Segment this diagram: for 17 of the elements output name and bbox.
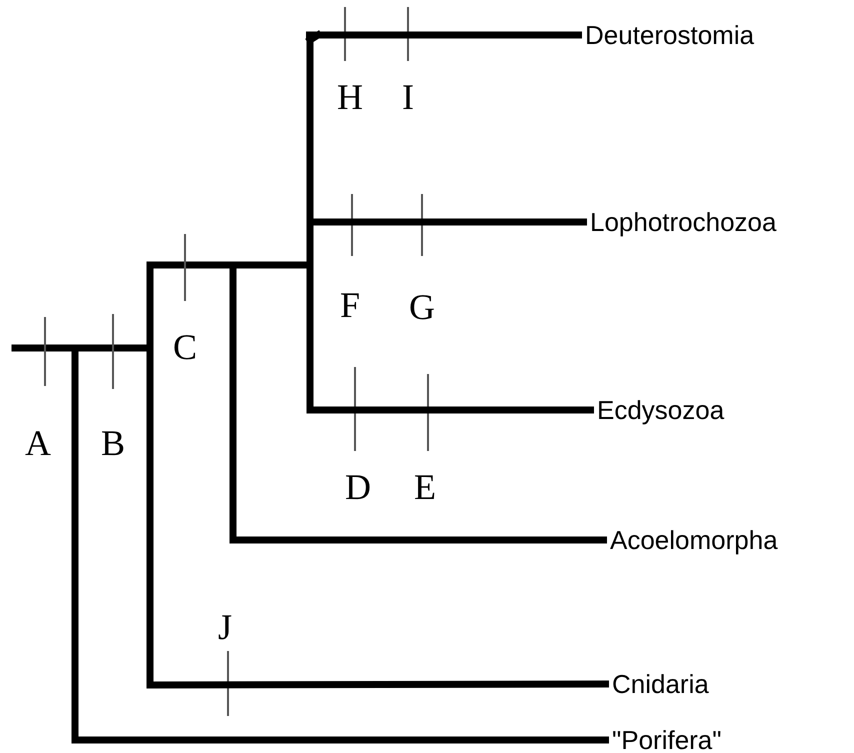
branch-letter: I bbox=[402, 78, 414, 116]
branch-letter: H bbox=[337, 78, 363, 116]
branch-letter: C bbox=[173, 328, 197, 366]
branch-letter: A bbox=[25, 424, 51, 462]
taxon-label: Acoelomorpha bbox=[610, 525, 778, 555]
branch-letter: E bbox=[414, 468, 436, 506]
branch-letter: F bbox=[340, 286, 360, 324]
branch-letter: D bbox=[345, 468, 371, 506]
taxon-label: "Porifera" bbox=[612, 725, 722, 753]
taxon-label: Lophotrochozoa bbox=[590, 207, 776, 237]
taxon-label: Cnidaria bbox=[612, 669, 709, 699]
branch-letter: B bbox=[101, 424, 125, 462]
taxon-label: Ecdysozoa bbox=[597, 395, 724, 425]
branch-line bbox=[306, 32, 582, 38]
branch-letter: J bbox=[218, 608, 232, 646]
branch-letter: G bbox=[409, 288, 435, 326]
taxon-label: Deuterostomia bbox=[585, 20, 754, 50]
